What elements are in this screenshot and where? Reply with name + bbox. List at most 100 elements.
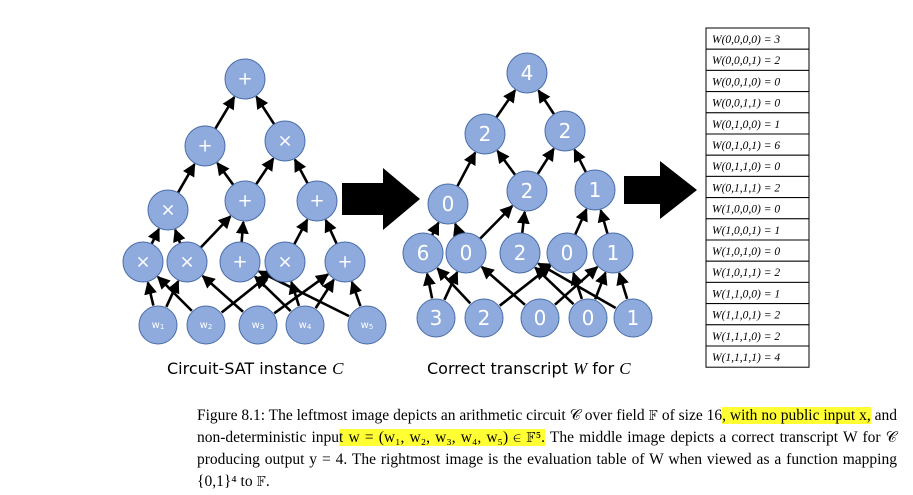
edge-arrow (593, 271, 608, 300)
edge-arrow (573, 208, 588, 236)
edge-arrow (537, 262, 617, 310)
node-value: 1 (589, 178, 602, 202)
edge-arrow (349, 280, 362, 307)
table-row: W(0,1,1,0) = 0 (705, 154, 810, 177)
transcript-node-10: 1 (592, 232, 634, 274)
node-label: × (160, 200, 175, 221)
transcript-node-7: 0 (445, 232, 487, 274)
edge-arrow (423, 272, 436, 299)
edge-arrow (436, 267, 472, 305)
edge-arrow (216, 161, 235, 186)
table-cell-text: W(0,1,1,1) = 2 (712, 182, 780, 194)
caption-highlight: , with no public input x, (722, 407, 871, 424)
evaluation-table: W(0,0,0,0) = 3 W(0,0,0,1) = 2 W(0,0,1,0) =… (705, 27, 810, 368)
table-cell-text: W(0,0,1,1) = 0 (712, 98, 780, 110)
node-value: 2 (559, 119, 572, 143)
figure-caption: Figure 8.1: The leftmost image depicts a… (197, 405, 897, 493)
edge-arrow (156, 275, 193, 312)
table-row: W(1,1,1,1) = 4 (705, 345, 810, 368)
edge-arrow (456, 151, 477, 187)
table-cell-text: W(1,0,0,1) = 1 (712, 225, 780, 237)
edge-arrow (199, 215, 232, 249)
table-row: W(0,1,1,1) = 2 (705, 175, 810, 199)
gate-node-c0: + (224, 58, 266, 100)
arrow-right-icon (342, 168, 420, 230)
edge-arrow (443, 270, 459, 301)
table-row: W(1,0,0,1) = 1 (705, 218, 810, 241)
table-row: W(0,1,0,1) = 6 (705, 133, 810, 156)
table-row: W(1,0,0,0) = 0 (705, 197, 810, 220)
node-label: + (237, 191, 252, 212)
table-cell-text: W(1,1,0,1) = 2 (712, 310, 780, 322)
edge-arrow (176, 163, 196, 194)
node-value: 6 (417, 241, 430, 265)
transcript-label: Correct transcript W for C (427, 359, 631, 378)
node-label: + (237, 69, 252, 90)
table-cell-text: W(1,0,0,0) = 0 (712, 204, 780, 216)
node-value: 3 (430, 306, 443, 330)
edge-arrow (314, 278, 335, 309)
table-cell-text: W(1,1,1,1) = 4 (712, 352, 780, 364)
edge-arrow (536, 147, 555, 175)
transcript-node-6: 6 (402, 232, 444, 274)
caption-part: The middle image depicts a correct trans… (197, 429, 897, 490)
edge-arrow (479, 205, 514, 240)
node-value: 4 (521, 61, 534, 85)
gate-node-c8: + (219, 241, 261, 283)
input-node-w4: w4 (285, 305, 325, 345)
edge-arrow (255, 95, 276, 125)
edge-arrow (453, 222, 466, 237)
transcript-node-15: 1 (613, 298, 653, 338)
caption-part: and non-deterministic inpu (197, 407, 897, 446)
edge-arrow (288, 280, 302, 307)
edge-arrow (616, 271, 629, 300)
gate-node-c10: + (324, 241, 366, 283)
node-value: 0 (460, 241, 473, 265)
gate-node-c7: × (166, 241, 208, 283)
node-label: w2 (200, 320, 213, 332)
node-value: 2 (514, 241, 527, 265)
table-cell-text: W(1,0,1,1) = 2 (712, 267, 780, 279)
transcript-node-1: 2 (464, 113, 506, 155)
edge-arrow (324, 218, 338, 245)
transcript-node-2: 2 (544, 110, 586, 152)
table-row: W(0,0,1,1) = 0 (705, 91, 810, 114)
node-value: 1 (627, 306, 640, 330)
node-label: + (232, 252, 247, 273)
edge-arrow (427, 221, 440, 237)
edge-arrow (173, 228, 186, 244)
gate-node-c9: × (264, 241, 306, 283)
table-row: W(1,1,1,0) = 2 (705, 324, 810, 347)
table-row: W(1,0,1,0) = 0 (705, 239, 810, 262)
transcript-node-3: 0 (427, 183, 469, 225)
table-row: W(0,0,0,0) = 3 (705, 27, 810, 50)
input-node-w3: w3 (238, 305, 278, 345)
table-cell-text: W(1,1,1,0) = 2 (712, 331, 780, 343)
transcript-node-9: 0 (546, 232, 588, 274)
edge-arrow (214, 95, 236, 130)
transcript-node-5: 1 (574, 169, 616, 211)
table-row: W(0,0,1,0) = 0 (705, 69, 810, 93)
transcript-node-4: 2 (506, 170, 548, 212)
edge-arrow (144, 281, 157, 306)
table-cell-text: W(0,1,0,0) = 1 (712, 119, 780, 131)
node-label: w5 (361, 320, 374, 332)
gate-node-c6: × (122, 241, 164, 283)
edge-arrow (165, 279, 180, 308)
table-cell-text: W(0,0,0,1) = 2 (712, 55, 780, 67)
node-label: × (179, 252, 194, 273)
edge-arrow (293, 158, 309, 184)
node-value: 0 (442, 192, 455, 216)
node-value: 2 (479, 122, 492, 146)
transcript-edges (423, 89, 629, 310)
transcript-node-11: 3 (416, 298, 456, 338)
edge-arrow (254, 275, 292, 313)
gate-node-c1: + (184, 125, 226, 167)
node-label: + (309, 191, 324, 212)
transcript-node-14: 0 (568, 298, 608, 338)
caption-highlight: t w = (w₁, w₂, w₃, w₄, w₅) ∈ 𝔽⁵. (339, 429, 545, 446)
edge-arrow (597, 208, 611, 235)
